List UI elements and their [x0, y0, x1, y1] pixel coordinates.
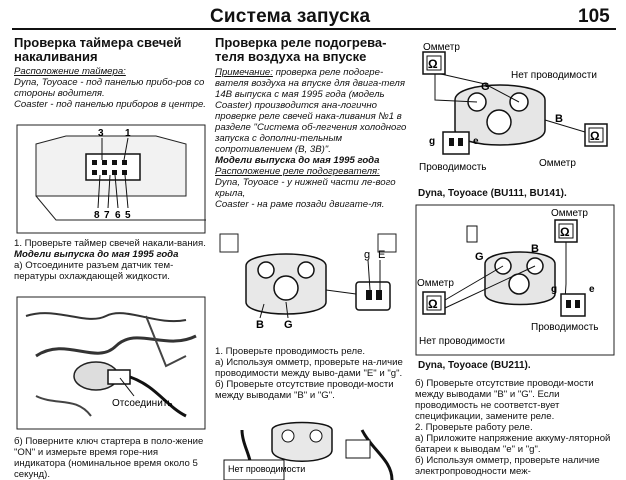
page-header: Система запуска 105	[0, 0, 626, 30]
column-relay-steps: 1. Проверьте проводимость реле. а) Испол…	[215, 346, 410, 401]
pin-label: 7	[104, 210, 110, 221]
pin-label: 3	[98, 128, 104, 139]
column-intake-heater-relay: Проверка реле подогрева-теля воздуха на …	[215, 35, 410, 211]
ohm-symbol: Ω	[590, 129, 600, 143]
terminal-label: E	[378, 249, 385, 261]
terminal-e-label: e	[473, 136, 479, 147]
relay-figure: B G g E	[219, 233, 397, 331]
step-2: 2. Проверьте работу реле.	[415, 422, 533, 433]
terminal-label: g	[364, 249, 370, 261]
step-1b: б) Проверьте отсутствие проводи-мости ме…	[415, 378, 594, 422]
terminal-e-label: e	[589, 284, 595, 295]
location-coaster: Coaster - на раме позади двигате-ля.	[215, 199, 385, 210]
terminal-b-label: B	[555, 113, 563, 125]
ohm-symbol: Ω	[560, 225, 570, 239]
terminal-label: B	[256, 319, 264, 331]
step-1a: а) Используя омметр, проверьте на-личие …	[215, 357, 403, 379]
sensor-disconnect-figure: Отсоединить	[16, 296, 206, 430]
terminal-small-g-label: g	[551, 284, 557, 295]
note: Примечание: проверка реле подогре-вателя…	[215, 67, 410, 155]
ohm-symbol: Ω	[428, 57, 438, 71]
step-1a: а) Отсоедините разъем датчик тем-ператур…	[14, 260, 174, 282]
step-1b-wrap: б) Поверните ключ стартера в поло-жение …	[14, 436, 210, 480]
pin-label: 6	[115, 210, 121, 221]
pin-label: 1	[125, 128, 131, 139]
conduct-label: Проводимость	[531, 322, 599, 333]
section-heading: Проверка реле подогрева-теля воздуха на …	[215, 35, 387, 64]
terminal-g-label: G	[475, 251, 484, 263]
terminal-g-label: G	[481, 81, 490, 93]
no-conduct-label: Нет проводимости	[419, 336, 505, 347]
relay-ohmmeter-figure-bu211: Омметр Ω G B Омметр Ω g e Проводимость Н…	[415, 204, 615, 356]
terminal-label: G	[284, 319, 293, 331]
disconnect-label: Отсоединить	[112, 398, 173, 409]
ohmmeter-label: Омметр	[539, 158, 576, 169]
ohmmeter-label: Омметр	[551, 208, 588, 219]
location-title: Расположение таймера:	[14, 66, 126, 77]
note-label: Примечание:	[215, 67, 273, 78]
ohmmeter-label: Омметр	[417, 278, 454, 289]
header-rule	[12, 28, 616, 30]
note-text: проверка реле подогре-вателя воздуха на …	[215, 67, 407, 155]
figure-caption: Dyna, Toyoace (BU111, BU141).	[418, 188, 567, 199]
location-dyna: Dyna, Toyoace - у нижней части ле-вого к…	[215, 177, 396, 199]
pin-label: 5	[125, 210, 131, 221]
column-glow-timer-steps: 1. Проверьте таймер свечей накали-вания.…	[14, 238, 210, 282]
step-1b: б) Проверьте отсутствие проводи-мости ме…	[215, 379, 394, 401]
pin-label: 8	[94, 210, 100, 221]
column-glow-timer: Проверка таймера свечей накаливания Расп…	[14, 35, 210, 111]
no-conduct-label: Нет проводимости	[511, 70, 597, 81]
terminal-small-g-label: g	[429, 136, 435, 147]
ohmmeter-label: Омметр	[423, 42, 460, 53]
no-conduct-label: Нет проводимости	[228, 464, 305, 474]
conduct-label: Проводимость	[419, 162, 487, 173]
ohm-symbol: Ω	[428, 297, 438, 311]
terminal-b-label: B	[531, 243, 539, 255]
relay-test-figure: Нет проводимости	[223, 421, 394, 480]
figure-caption: Dyna, Toyoace (BU211).	[418, 360, 531, 371]
location-dyna: Dyna, Toyoace - под панелью прибо-ров со…	[14, 77, 205, 99]
page-title: Система запуска	[210, 6, 371, 27]
step-1: 1. Проверьте проводимость реле.	[215, 346, 366, 357]
step-2b: б) Используя омметр, проверьте наличие э…	[415, 455, 600, 477]
step-1: 1. Проверьте таймер свечей накали-вания.	[14, 238, 206, 249]
relay-ohmmeter-figure-bu111: Ω Омметр Нет проводимости G B g e Провод…	[419, 42, 608, 173]
location-coaster: Coaster - под панелью приборов в центре.	[14, 99, 206, 110]
step-2a: а) Приложите напряжение аккуму-ляторной …	[415, 433, 611, 455]
section-heading: Проверка таймера свечей накаливания	[14, 35, 182, 64]
column-relay-steps-cont: б) Проверьте отсутствие проводи-мости ме…	[415, 378, 613, 477]
page-number: 105	[578, 6, 610, 27]
location-title: Расположение реле подогревателя:	[215, 166, 380, 177]
timer-connector-figure: 3 1 8 7 6 5	[16, 124, 206, 234]
models-subheading: Модели выпуска до мая 1995 года	[14, 249, 179, 260]
models-subheading: Модели выпуска до мая 1995 года	[215, 155, 380, 166]
step-1b: б) Поверните ключ стартера в поло-жение …	[14, 436, 204, 480]
